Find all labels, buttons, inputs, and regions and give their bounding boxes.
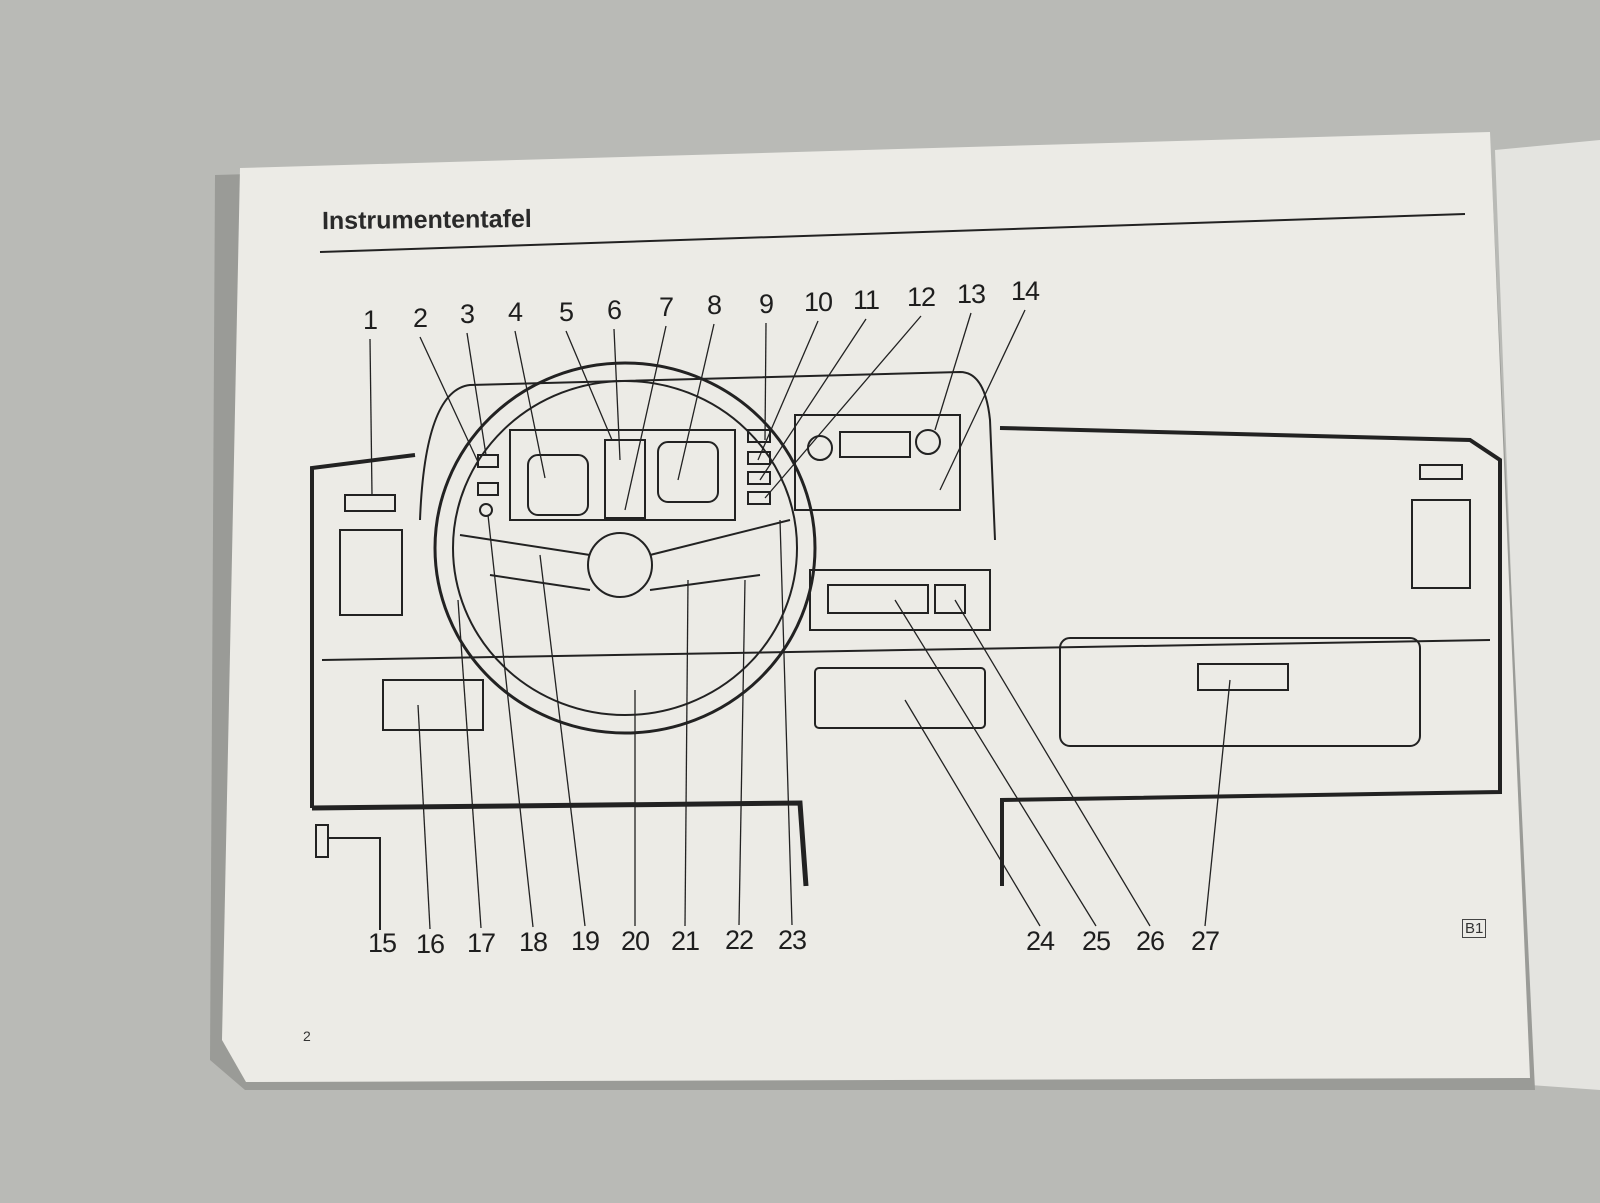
callout-leader-lines [369,309,1231,930]
callout-number-10: 10 [803,287,833,317]
leader-line-16 [417,704,431,930]
leader-line-5 [565,330,613,441]
callout-number-25: 25 [1081,926,1111,956]
callout-number-27: 27 [1190,926,1220,956]
leader-line-11 [759,318,867,481]
clock [657,441,719,503]
callout-number-12: 12 [906,282,936,312]
dashboard-diagram [310,361,1502,930]
callout-number-14: 14 [1010,276,1040,306]
callout-number-1: 1 [362,305,378,335]
leader-line-2 [419,336,479,463]
callout-number-18: 18 [518,927,548,957]
callout-number-3: 3 [459,299,475,329]
leader-line-23 [779,519,793,926]
ashtray-slot [809,569,991,631]
left-vent [339,529,403,616]
storage-tray [814,667,986,729]
callout-number-9: 9 [758,289,774,319]
leader-line-25 [894,599,1097,927]
callout-number-20: 20 [620,926,650,956]
leader-line-13 [934,312,972,431]
leader-line-7 [624,325,667,511]
callout-number-8: 8 [706,290,722,320]
callout-number-24: 24 [1025,926,1055,956]
leader-line-9 [764,322,767,441]
figure-code: B1 [1462,919,1487,938]
callout-number-16: 16 [415,929,445,959]
callout-number-17: 17 [466,928,496,958]
callout-number-13: 13 [956,279,986,309]
right-vent [1411,499,1471,589]
callout-number-2: 2 [412,303,428,333]
page-number: 2 [303,1028,311,1044]
callout-number-26: 26 [1135,926,1165,956]
leader-line-3 [466,332,487,456]
warning-lights [604,439,646,519]
title-rule [319,213,1466,253]
glovebox-latch [1197,663,1289,691]
page [222,132,1530,1082]
leader-line-21 [684,579,689,927]
callout-number-15: 15 [367,928,397,958]
callout-number-22: 22 [724,925,754,955]
leader-line-1 [369,338,373,496]
leader-line-18 [487,514,534,928]
callout-number-19: 19 [570,926,600,956]
leader-line-22 [738,579,746,926]
leader-line-10 [757,320,819,461]
leader-line-26 [954,599,1151,927]
leader-line-4 [514,330,546,479]
leader-line-27 [1204,679,1231,927]
horn-pad [587,532,653,598]
callout-number-11: 11 [852,285,880,315]
page-title: Instrumententafel [321,204,532,236]
leader-line-14 [939,309,1026,491]
callout-number-7: 7 [658,292,674,322]
callout-number-21: 21 [670,926,700,956]
glovebox [1059,637,1421,747]
instrument-cluster [509,429,736,521]
speedometer [527,454,589,516]
steering-wheel [433,361,817,735]
leader-line-12 [764,315,922,499]
right-page-edge [1495,140,1600,1090]
leader-line-24 [904,699,1041,927]
callout-number-5: 5 [558,297,574,327]
leader-line-17 [457,599,482,929]
callout-number-23: 23 [777,925,807,955]
callout-number-4: 4 [507,297,523,327]
fuse-box [382,679,484,731]
leader-line-8 [677,323,715,481]
leader-line-19 [539,554,586,927]
leader-line-6 [613,328,621,461]
callout-number-6: 6 [606,295,622,325]
